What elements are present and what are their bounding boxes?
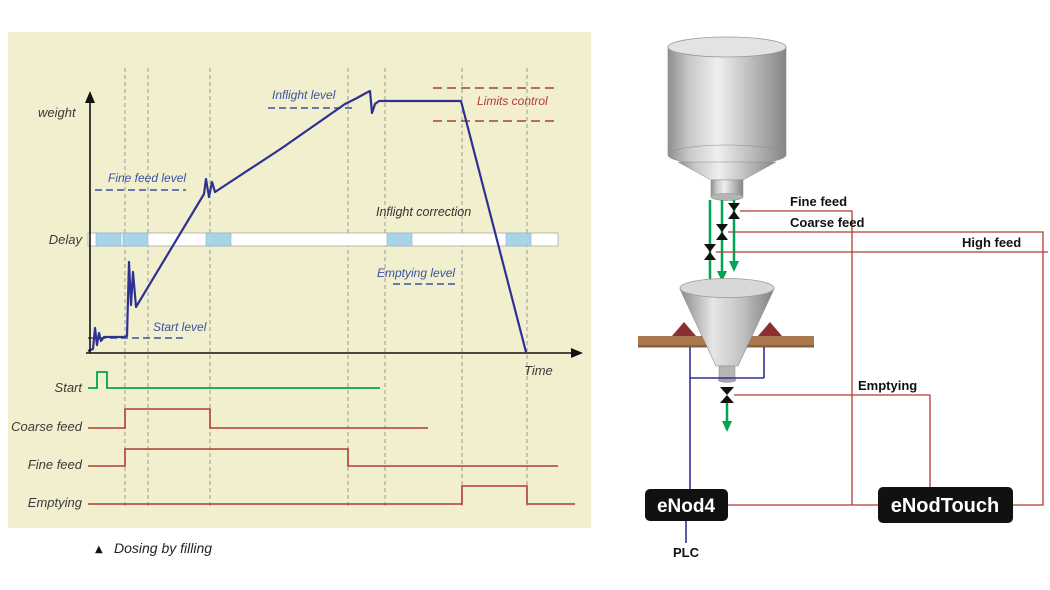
control-lines (716, 210, 1048, 506)
fine-feed-level-label: Fine feed level (108, 171, 186, 185)
loadcell-wiring (685, 347, 765, 543)
x-axis-arrow-icon (571, 348, 583, 358)
fine-feed-row-label: Fine feed (28, 457, 83, 472)
inflight-level-label: Inflight level (272, 88, 336, 102)
high-feed-label: High feed (962, 235, 1021, 250)
emptying-valve-icon (720, 387, 734, 403)
weight-curve (87, 89, 528, 353)
fine-feed-valve-icon (728, 203, 740, 219)
coarse-feed-valve-icon (716, 224, 728, 240)
start-level-label: Start level (153, 320, 207, 334)
storage-silo (667, 36, 787, 201)
left-load-cell-icon (672, 322, 696, 336)
enodtouch-label: eNodTouch (891, 495, 1000, 517)
coarse-feed-row-label: Coarse feed (11, 419, 83, 434)
emptying-label: Emptying (858, 378, 917, 393)
coarse-feed-arrow-icon (717, 271, 727, 282)
caption-triangle-icon: ▲ (95, 544, 103, 555)
emptying-control-line (734, 394, 931, 487)
fine-feed-arrow-icon (729, 261, 739, 272)
delay-row-label: Delay (49, 232, 84, 247)
enod4-box (645, 489, 728, 521)
limits-control-lines (433, 87, 557, 122)
coarse-feed-control-line (728, 231, 1044, 506)
emptying-flow-arrow-icon (722, 421, 732, 432)
valves (704, 203, 740, 403)
y-axis-label: weight (38, 105, 77, 120)
emptying-signal (88, 485, 575, 505)
high-feed-valve-icon (704, 244, 716, 260)
plc-label: PLC (673, 545, 700, 560)
weigh-hopper (679, 278, 775, 383)
delay-bar (87, 232, 559, 247)
start-signal (88, 371, 380, 389)
coarse-feed-signal (88, 408, 428, 429)
emptying-level-label: Emptying level (377, 266, 455, 280)
fine-feed-signal (88, 448, 558, 467)
fine-feed-label: Fine feed (790, 194, 847, 209)
limits-control-label: Limits control (477, 94, 548, 108)
y-axis-arrow-icon (85, 91, 95, 103)
axes (86, 100, 573, 354)
coarse-feed-label: Coarse feed (790, 215, 864, 230)
inflight-correction-label: Inflight correction (376, 205, 471, 219)
enodtouch-box (878, 487, 1013, 523)
hopper-system-diagram: eNod4 eNodTouch Fine feed Coarse feed Hi… (638, 36, 1048, 560)
right-load-cell-icon (758, 322, 782, 336)
start-row-label: Start (55, 380, 84, 395)
chart-background (8, 32, 591, 528)
timing-chart-panel: weight Time Delay Start Coarse feed Fine… (8, 32, 591, 556)
delay-segments (95, 232, 532, 247)
chart-caption: Dosing by filling (114, 540, 212, 556)
emptying-row-label: Emptying (28, 495, 83, 510)
fine-feed-control-line (740, 210, 853, 505)
enod4-label: eNod4 (657, 496, 716, 517)
x-axis-label: Time (524, 363, 553, 378)
